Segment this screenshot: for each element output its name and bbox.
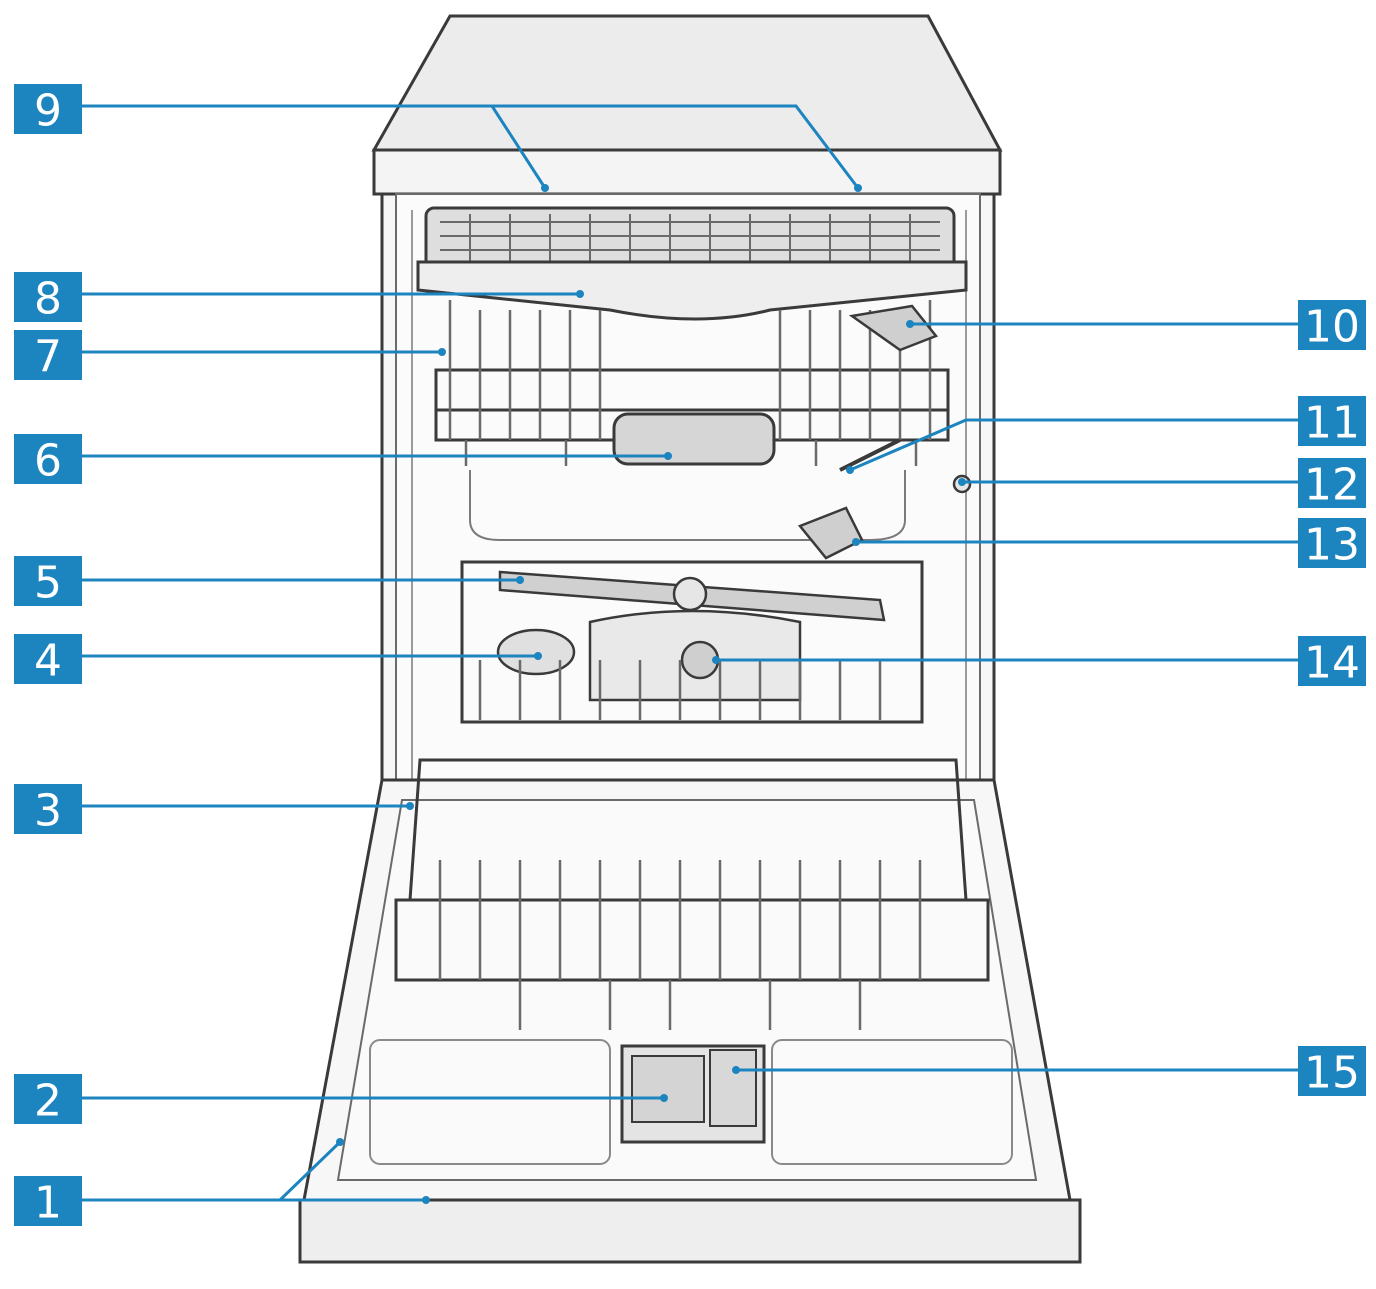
callout-2: 2 <box>14 1074 668 1127</box>
callout-badge-6 <box>14 434 82 484</box>
callout-7: 7 <box>14 330 446 383</box>
callout-number-13: 13 <box>1304 520 1360 571</box>
salt-container <box>496 628 576 676</box>
rackmatic-handle <box>848 304 939 352</box>
callout-badge-13 <box>1298 518 1366 568</box>
leader-dot-9 <box>854 184 862 192</box>
callout-10: 10 <box>906 300 1366 353</box>
leader-line-1 <box>82 1140 342 1202</box>
leader-dot-2 <box>660 1094 668 1102</box>
callout-1: 1 <box>14 1138 430 1229</box>
callout-number-10: 10 <box>1304 302 1360 353</box>
callout-number-5: 5 <box>34 558 62 609</box>
callout-number-8: 8 <box>34 274 62 325</box>
door-edge <box>298 1198 1082 1264</box>
callout-badge-10 <box>1298 300 1366 350</box>
callout-badge-9 <box>14 84 82 134</box>
callout-5: 5 <box>14 556 524 609</box>
leader-dot-1 <box>336 1138 344 1146</box>
callout-number-12: 12 <box>1304 460 1360 511</box>
lower-basket <box>394 758 990 1030</box>
callout-number-7: 7 <box>34 332 62 383</box>
callout-badge-4 <box>14 634 82 684</box>
callout-8: 8 <box>14 272 584 325</box>
callout-11: 11 <box>846 396 1366 474</box>
callout-13: 13 <box>852 518 1366 571</box>
leader-line-9 <box>492 104 860 189</box>
upper-spray-arm <box>612 412 776 466</box>
callout-number-9: 9 <box>34 86 62 137</box>
cutlery-drawer <box>416 206 968 321</box>
callout-number-11: 11 <box>1304 398 1360 449</box>
callout-badge-1 <box>14 1176 82 1226</box>
leader-dot-4 <box>534 652 542 660</box>
callout-badge-14 <box>1298 636 1366 686</box>
open-door <box>298 778 1082 1264</box>
leader-dot-1 <box>422 1196 430 1204</box>
leader-dot-5 <box>516 576 524 584</box>
leader-dot-13 <box>852 538 860 546</box>
callout-3: 3 <box>14 784 414 837</box>
leader-dot-3 <box>406 802 414 810</box>
leader-dot-7 <box>438 348 446 356</box>
upper-basket <box>434 300 950 472</box>
callout-badge-15 <box>1298 1046 1366 1096</box>
callout-number-14: 14 <box>1304 638 1360 689</box>
callout-badge-3 <box>14 784 82 834</box>
leader-dot-12 <box>958 478 966 486</box>
leader-dot-6 <box>664 452 672 460</box>
callout-number-4: 4 <box>34 636 62 687</box>
callout-badge-12 <box>1298 458 1366 508</box>
callout-9: 9 <box>14 84 862 192</box>
leader-dot-11 <box>846 466 854 474</box>
callout-6: 6 <box>14 434 672 487</box>
countertop <box>371 14 1003 196</box>
callout-badge-5 <box>14 556 82 606</box>
callout-number-3: 3 <box>34 786 62 837</box>
callout-12: 12 <box>958 458 1366 511</box>
callout-number-1: 1 <box>34 1178 62 1229</box>
callout-badge-8 <box>14 272 82 322</box>
leader-dot-9 <box>541 184 549 192</box>
water-outlet <box>797 506 864 560</box>
callout-badge-7 <box>14 330 82 380</box>
callout-number-6: 6 <box>34 436 62 487</box>
callout-badge-11 <box>1298 396 1366 446</box>
leader-dot-8 <box>576 290 584 298</box>
callout-number-15: 15 <box>1304 1048 1360 1099</box>
middle-basket <box>460 560 924 724</box>
callout-badge-2 <box>14 1074 82 1124</box>
callout-4: 4 <box>14 634 542 687</box>
leader-dot-10 <box>906 320 914 328</box>
callout-15: 15 <box>732 1046 1366 1099</box>
leader-line-11 <box>849 418 1298 472</box>
callout-number-2: 2 <box>34 1076 62 1127</box>
callout-14: 14 <box>712 636 1366 689</box>
leader-dot-14 <box>712 656 720 664</box>
leader-dot-15 <box>732 1066 740 1074</box>
